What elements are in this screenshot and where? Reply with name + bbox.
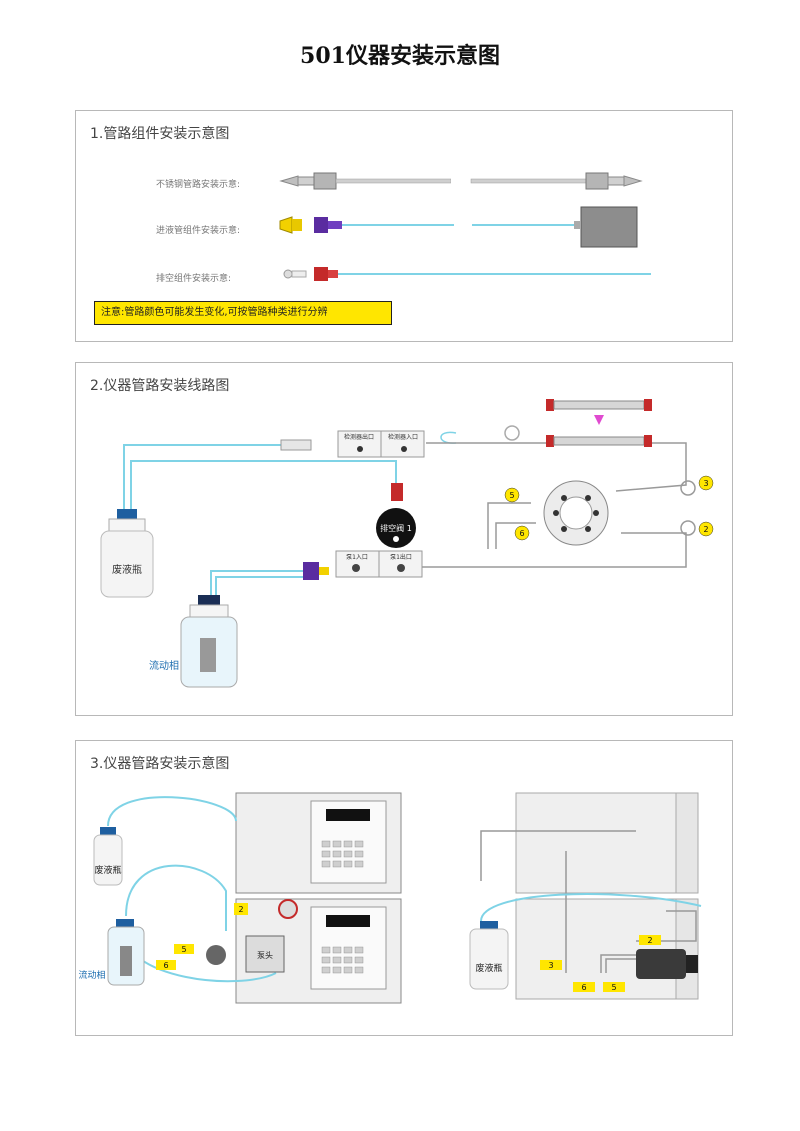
pump-motor [206, 945, 226, 965]
detector-outlet-label: 检测器出口 [344, 433, 374, 441]
mobile-phase-label: 流动相 [149, 659, 179, 672]
right-tag-2: 2 [647, 936, 652, 945]
tag-5: 5 [509, 491, 514, 500]
coil-2 [680, 520, 696, 536]
arrow-down-icon [594, 415, 604, 425]
right-tag-5: 5 [611, 983, 616, 992]
left-tag-2: 2 [238, 905, 243, 914]
routing-diagram: 检测器出口 检测器入口 排空阀 1 泵1入口 泵1出口 [100, 399, 714, 688]
section2-title: 2.仪器管路安装线路图 [90, 378, 230, 394]
column-bottom [546, 435, 652, 447]
pump-inlet-label: 泵1入口 [346, 554, 368, 561]
right-steel-tubing [480, 830, 697, 973]
injector-knob [278, 899, 298, 919]
inlet-purple-fitting [303, 562, 319, 580]
tag-6: 6 [519, 529, 524, 538]
coil-detector [504, 425, 520, 441]
left-tag-5: 5 [181, 945, 186, 954]
right-waste-bottle-label: 废液瓶 [475, 962, 502, 974]
pump-head-box [245, 935, 285, 973]
pump-inlet-block [335, 550, 380, 578]
detector-inlet-label: 检测器入口 [388, 433, 418, 441]
left-mobile-phase-label: 流动相 [78, 969, 105, 981]
panel-installation: 3.仪器管路安装示意图 泵头 废 [75, 740, 733, 1036]
mobile-phase-bottle [180, 595, 238, 688]
panel-tubing-components: 1.管路组件安装示意图 不锈钢管路安装示意: 进液管组件安装示意: 排空组件安装… [75, 110, 733, 342]
drain-valve-label: 排空阀 1 [380, 523, 412, 533]
section3-title: 3.仪器管路安装示意图 [90, 756, 230, 772]
right-tag-6: 6 [581, 983, 586, 992]
label-steel-tubing: 不锈钢管路安装示意: [156, 180, 241, 190]
tubing-components-illustration [279, 172, 651, 281]
left-mobile-phase-bottle [107, 919, 145, 986]
pump-head-label: 泵头 [257, 950, 273, 960]
page-title: 501仪器安装示意图 [300, 43, 500, 69]
left-tag-6: 6 [163, 961, 168, 970]
right-waste-bottle [469, 921, 509, 990]
drain-red-fitting [391, 483, 403, 501]
installation-diagram: 泵头 废液瓶 流动相 2 5 6 [78, 792, 702, 1004]
column-top [546, 399, 652, 411]
pump-outlet-block [378, 550, 423, 578]
coil-3 [680, 480, 696, 496]
detector-display [326, 809, 370, 821]
label-drain-assembly: 排空组件安装示意: [156, 274, 232, 284]
waste-bottle-label: 废液瓶 [112, 563, 142, 576]
right-tag-3: 3 [548, 961, 553, 970]
inlet-tubing-assembly [279, 206, 638, 248]
right-blue-tubing [480, 893, 702, 922]
pump-display [326, 915, 370, 927]
drain-valve [376, 508, 416, 548]
detector-outlet-block [337, 430, 382, 458]
waste-bottle [100, 509, 154, 598]
keypad-grid [321, 840, 364, 974]
tag-2: 2 [703, 525, 708, 534]
tag-3: 3 [703, 479, 708, 488]
right-detector-unit [515, 792, 677, 894]
left-waste-bottle [93, 827, 123, 886]
right-pump-head [636, 949, 686, 979]
panel-tubing-routing: 2.仪器管路安装线路图 检测器出口 [75, 362, 733, 716]
warning-note: 注意:管路颜色可能发生变化,可按管路种类进行分辨 [94, 301, 392, 325]
steel-tubing-assembly [279, 172, 643, 190]
section1-title: 1.管路组件安装示意图 [90, 126, 230, 142]
detector-inlet-block [380, 430, 425, 458]
left-waste-bottle-label: 废液瓶 [94, 864, 121, 876]
inlet-yellow-fitting [319, 567, 329, 575]
pump-outlet-label: 泵1出口 [390, 553, 412, 561]
label-inlet-tubing: 进液管组件安装示意: [156, 226, 241, 236]
drain-tubing-assembly [283, 267, 651, 281]
fitting-waste-line [280, 439, 312, 451]
